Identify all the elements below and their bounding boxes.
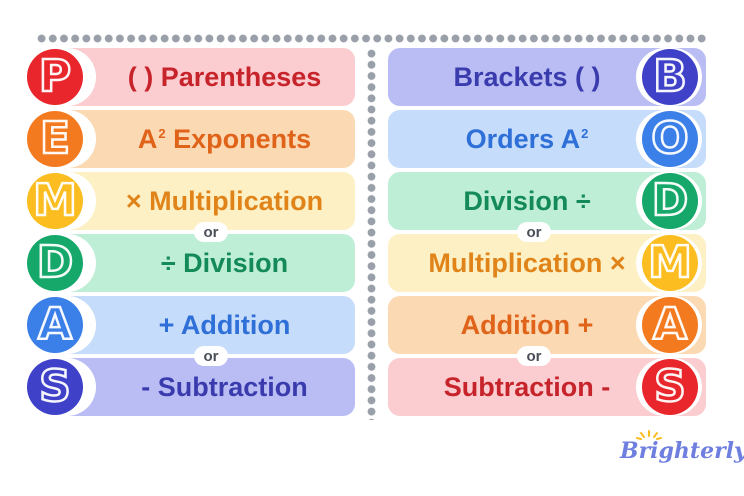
exponents-base: A [137, 123, 158, 154]
bodmas-row-subtraction: Subtraction - S [388, 358, 708, 416]
letter-d: D [36, 237, 75, 288]
pemdas-row-parentheses: ( ) Parentheses P [0, 48, 360, 106]
letter-d-right: D [651, 175, 690, 226]
letter-a: A [37, 299, 74, 350]
letter-m-right: M [647, 237, 693, 288]
exponent-superscript: 2 [158, 125, 166, 141]
or-badge-left-md: or [194, 222, 228, 242]
sun-rays-icon [636, 430, 662, 440]
dotted-center-divider [366, 48, 377, 420]
bodmas-row-brackets: Brackets ( ) B [388, 48, 708, 106]
letter-p: P [38, 51, 73, 102]
bodmas-row-multiplication: Multiplication × M [388, 234, 708, 292]
pemdas-row-multiplication: × Multiplication M [0, 172, 360, 230]
parentheses-label: ( ) Parentheses [50, 48, 355, 106]
letter-circle-e: E [27, 111, 83, 167]
letter-circle-p: P [27, 49, 83, 105]
letter-circle-a: A [27, 297, 83, 353]
bodmas-row-division: Division ÷ D [388, 172, 708, 230]
brighterly-logo: Brighterly [620, 438, 744, 464]
letter-e: E [39, 113, 72, 164]
letter-a-right: A [652, 299, 689, 350]
exponents-word: Exponents [165, 123, 312, 154]
pemdas-row-subtraction: - Subtraction S [0, 358, 360, 416]
multiplication-label: × Multiplication [50, 172, 355, 230]
bodmas-row-addition: Addition + A [388, 296, 708, 354]
letter-circle-s-right: S [642, 359, 698, 415]
letter-circle-a-right: A [642, 297, 698, 353]
subtraction-label: - Subtraction [50, 358, 355, 416]
letter-circle-d-right: D [642, 173, 698, 229]
letter-circle-m: M [27, 173, 83, 229]
letter-s-right: S [653, 361, 687, 412]
letter-circle-s: S [27, 359, 83, 415]
pemdas-row-division: ÷ Division D [0, 234, 360, 292]
letter-circle-o: O [642, 111, 698, 167]
letter-b: B [652, 51, 688, 102]
or-badge-left-as: or [194, 346, 228, 366]
orders-word: Orders A [465, 123, 581, 154]
orders-superscript: 2 [581, 125, 589, 141]
letter-m: M [32, 175, 78, 226]
division-label: ÷ Division [50, 234, 355, 292]
addition-label: + Addition [50, 296, 355, 354]
or-badge-right-as: or [517, 346, 551, 366]
letter-circle-m-right: M [642, 235, 698, 291]
pemdas-row-addition: + Addition A [0, 296, 360, 354]
letter-s: S [38, 361, 72, 412]
letter-circle-b: B [642, 49, 698, 105]
letter-o: O [650, 113, 690, 164]
dotted-top-divider [36, 33, 708, 44]
letter-circle-d: D [27, 235, 83, 291]
or-badge-right-dm: or [517, 222, 551, 242]
